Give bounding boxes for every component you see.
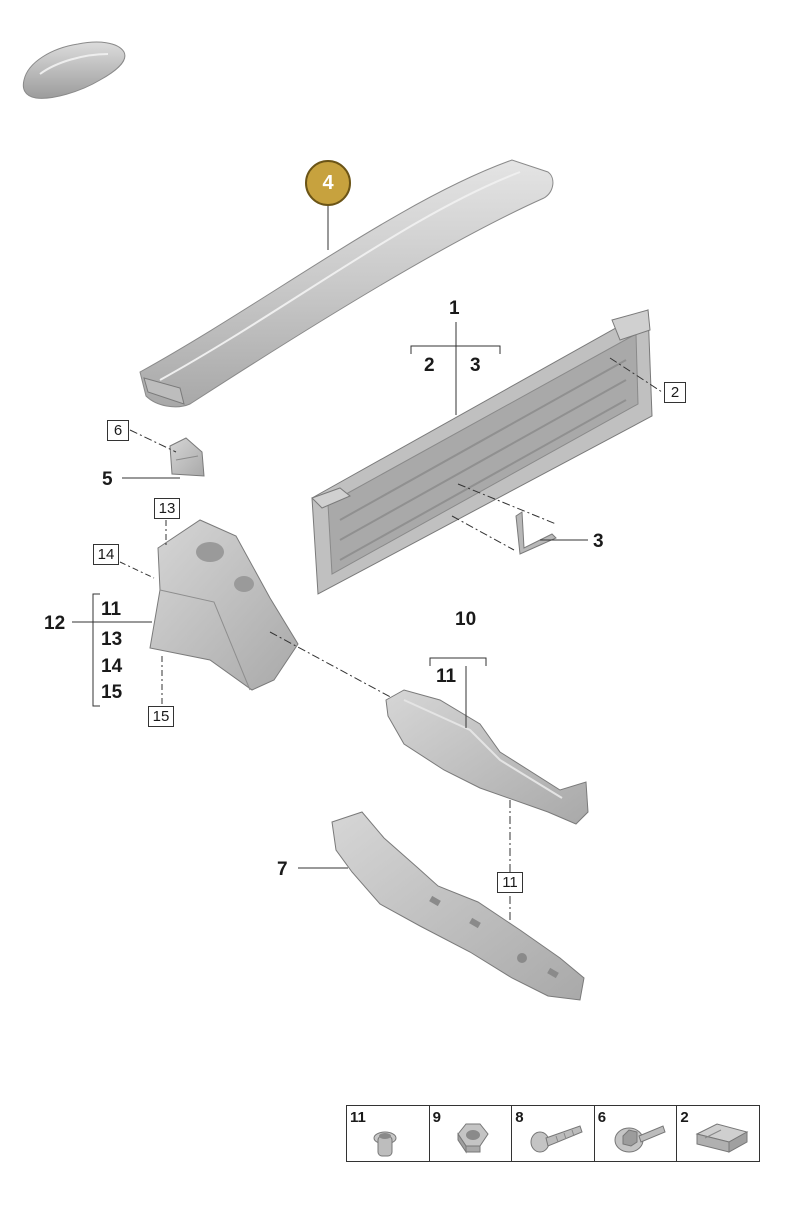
part-12-list-item: 15 (101, 682, 123, 703)
ref-2-box: 2 (664, 382, 686, 403)
side-trim-part (149, 519, 299, 691)
legend-cell-bolt: 8 (512, 1106, 595, 1161)
part-1-sub-b-label: 3 (470, 355, 481, 376)
leader-bracket (429, 657, 487, 666)
ref-6-box: 6 (107, 420, 129, 441)
part-10-label: 10 (455, 609, 477, 630)
car-silhouette-icon (22, 41, 126, 99)
dash-dot-line (269, 631, 397, 701)
lower-bracket-part (331, 811, 585, 1001)
clip-icon (695, 1123, 749, 1153)
hex-nut-icon (456, 1123, 489, 1154)
part-4-badge: 4 (305, 160, 351, 206)
part-12-label: 12 (44, 613, 66, 634)
small-bracket-part (169, 437, 205, 477)
rear-panel-part (311, 309, 653, 595)
ref-14-box: 14 (93, 544, 119, 565)
flange-bolt-icon (614, 1125, 666, 1153)
legend-number: 2 (680, 1109, 689, 1126)
dash-dot-line (129, 429, 177, 453)
part-12-list-item: 11 (101, 599, 122, 620)
part-1-label: 1 (449, 298, 460, 319)
legend-cell-clip: 2 (677, 1106, 759, 1161)
fastener-legend: 11 9 8 6 2 (346, 1105, 760, 1162)
dash-dot-line (451, 515, 515, 551)
dash-dot-line (457, 483, 557, 525)
legend-cell-nut: 9 (430, 1106, 513, 1161)
cross-beam-part (139, 159, 554, 408)
part-5-label: 5 (102, 469, 113, 490)
bolt-icon (530, 1125, 583, 1153)
dash-dot-line (609, 357, 663, 393)
ref-13-box: 13 (154, 498, 180, 519)
legend-number: 11 (350, 1109, 366, 1126)
legend-number: 8 (515, 1109, 524, 1126)
rivet-icon (373, 1131, 397, 1157)
part-7-label: 7 (277, 859, 288, 880)
leader-bracket (92, 593, 100, 707)
legend-cell-rivet: 11 (347, 1106, 430, 1161)
ref-15-box: 15 (148, 706, 174, 727)
dash-dot-line (119, 561, 155, 579)
part-12-list-item: 13 (101, 629, 123, 650)
legend-number: 9 (432, 1109, 441, 1126)
ref-11-box: 11 (497, 872, 523, 893)
leader-bracket (410, 345, 501, 354)
legend-cell-flange-bolt: 6 (595, 1106, 678, 1161)
part-10-sub-label: 11 (436, 666, 457, 687)
air-duct-part (385, 689, 589, 825)
part-12-list-item: 14 (101, 656, 123, 677)
part-3-label: 3 (593, 531, 604, 552)
legend-number: 6 (597, 1109, 607, 1126)
clip-part (515, 511, 557, 555)
part-1-sub-a-label: 2 (424, 355, 435, 376)
